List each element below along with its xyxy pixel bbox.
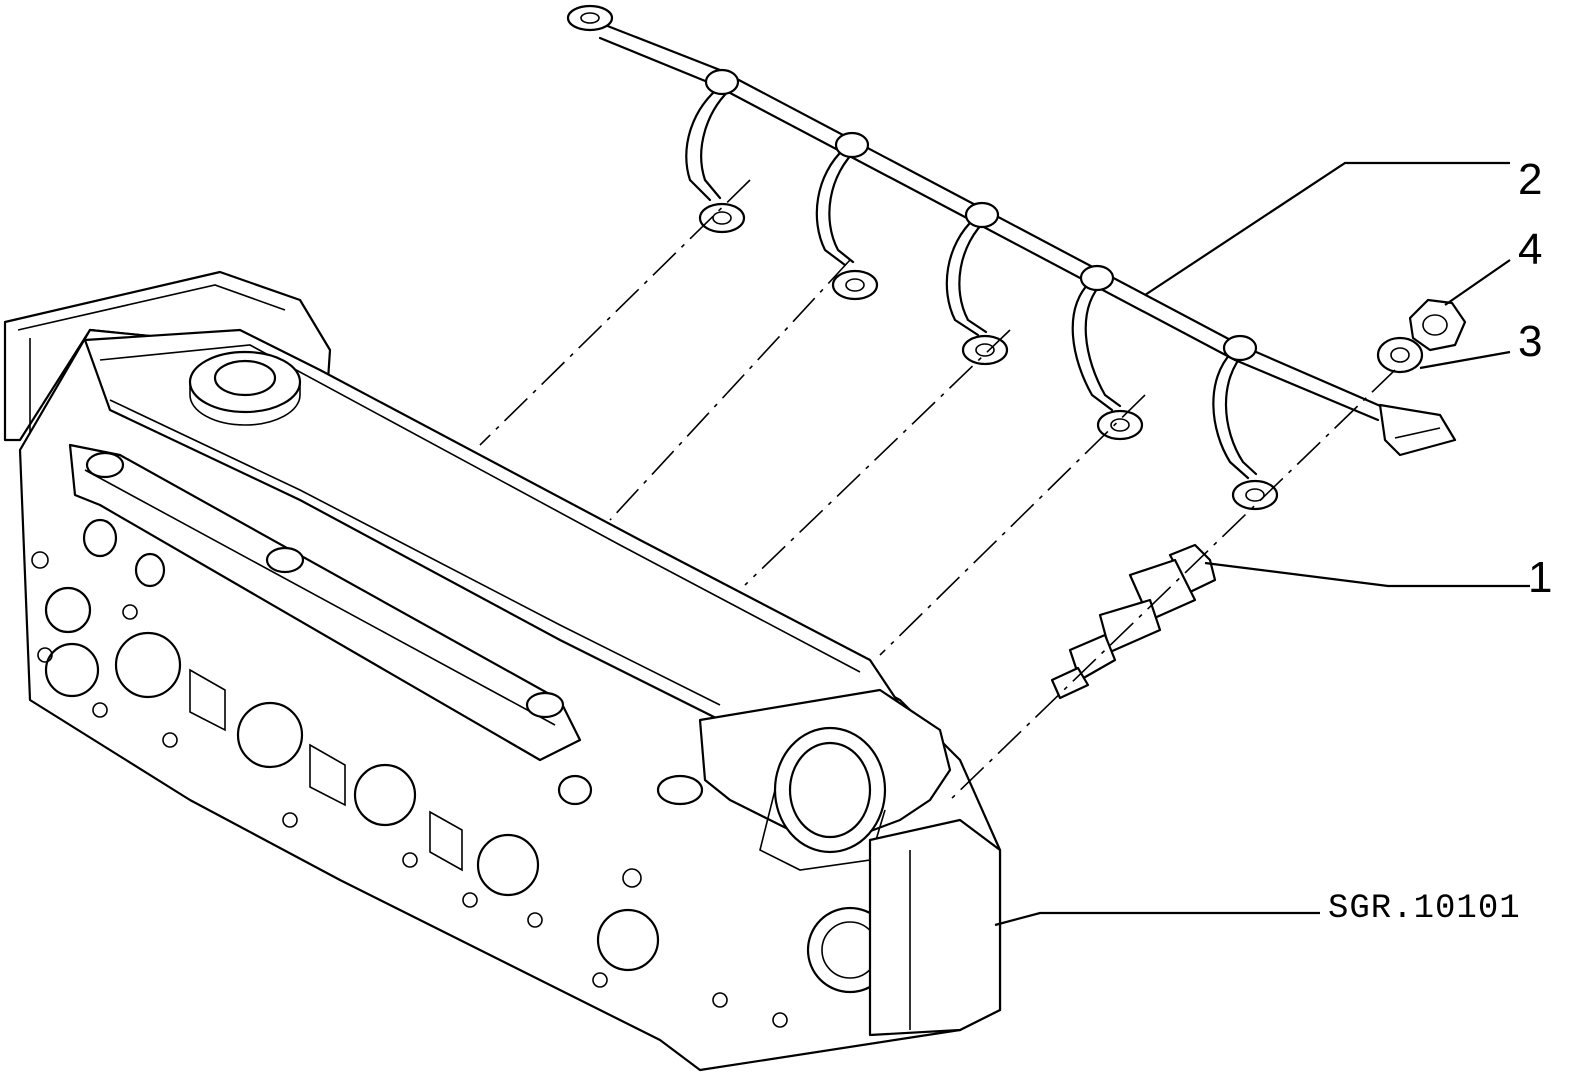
cylinder-head bbox=[3, 270, 1002, 1072]
leader-lines bbox=[994, 161, 1530, 927]
callout-3: 3 bbox=[1518, 317, 1542, 366]
washer bbox=[1376, 336, 1424, 374]
callout-1: 1 bbox=[1528, 553, 1552, 602]
assembly-center-lines bbox=[479, 179, 1396, 801]
drawing-code-label: SGR.10101 bbox=[1328, 890, 1521, 928]
callout-4: 4 bbox=[1518, 225, 1542, 274]
callout-2: 2 bbox=[1518, 155, 1542, 204]
nut bbox=[1408, 298, 1467, 352]
glow-plug-wiring-harness bbox=[566, 4, 1457, 511]
